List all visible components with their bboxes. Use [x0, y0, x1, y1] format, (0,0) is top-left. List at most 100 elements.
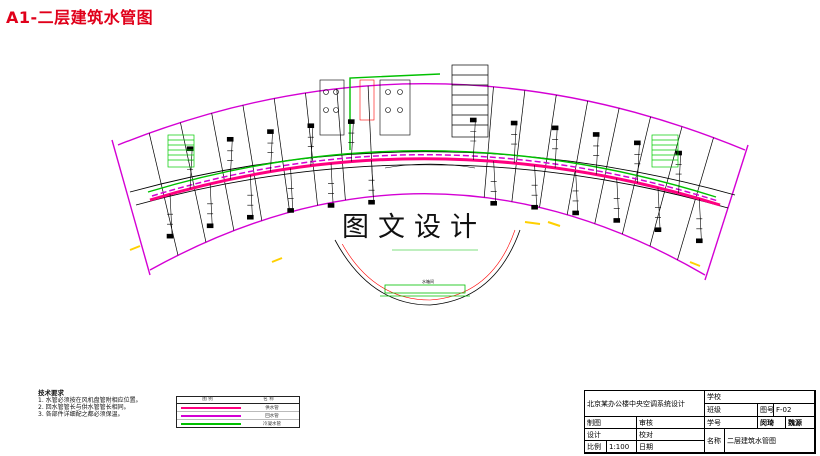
room-partition-line [594, 108, 620, 224]
room-partition-line [273, 98, 291, 213]
legend-row: 回水管 [177, 412, 299, 420]
seal-stamp-a: 闵琦 [758, 417, 786, 429]
equipment-branch [675, 155, 682, 194]
note-item: 3. 各部件详细配之都必须保温。 [38, 411, 124, 418]
name-label: 名称 [705, 429, 725, 453]
equipment-branch [470, 121, 477, 161]
legend-label: 供水管 [265, 405, 279, 411]
drawing-title: A1-二层建筑水管图 [6, 8, 154, 27]
fan-coil-unit [469, 117, 477, 123]
room-partition-line [483, 86, 494, 198]
equipment-branch [328, 163, 335, 204]
watermark-text: 图文设计 [338, 212, 490, 244]
room-partition-line [511, 90, 526, 202]
legend-swatch [181, 406, 241, 409]
equipment-branch [572, 170, 579, 211]
notes-heading: 技术要求 [38, 389, 64, 397]
note-item: 1. 水管必须按在风机盘管附相应位置。 [38, 397, 142, 404]
technical-notes: 技术要求 1. 水管必须按在风机盘管附相应位置。 2. 回水管管长与供水管管长相… [38, 389, 142, 419]
room-partition-line [566, 100, 589, 215]
equipment-branches [166, 117, 703, 244]
legend-row: 冷凝水管 [177, 420, 299, 427]
room-partition-line [336, 88, 346, 201]
pipe-legend: 图 例 名 称 供水管 回水管 冷凝水管 [176, 396, 300, 428]
equipment-branch [167, 194, 174, 235]
fan-coil-unit [226, 136, 234, 142]
id-label: 学号 [705, 417, 758, 429]
fan-coil-unit [634, 140, 641, 146]
seal-stamp-b: 魏源 [786, 417, 815, 429]
equipment-branch [287, 168, 294, 209]
school-label: 学校 [705, 391, 815, 404]
fan-coil-unit [206, 223, 214, 229]
fan-coil-unit [186, 146, 194, 152]
class-label: 班级 [705, 404, 758, 417]
equipment-branch [654, 187, 661, 228]
equipment-branch [511, 125, 518, 164]
equipment-branch [552, 129, 559, 168]
fan-coil-unit [592, 132, 600, 137]
title-block: 北京某办公楼中央空调系统设计 学校 班级 图号 F-02 制图 审核 学号 闵琦… [584, 390, 816, 454]
equipment-branch [348, 123, 355, 162]
fan-coil-unit [267, 129, 274, 134]
scale-value: 1:100 [607, 441, 637, 453]
fan-coil-unit [247, 214, 254, 220]
equipment-branch [613, 178, 620, 219]
room-partition-line [539, 94, 557, 208]
fan-coil-unit [572, 210, 579, 216]
fan-coil-unit [327, 203, 335, 208]
fan-coil-unit [531, 204, 538, 210]
legend-swatch [181, 422, 241, 425]
riser-pipe [349, 73, 441, 150]
fan-coil-unit [307, 123, 315, 129]
equipment-branch [247, 175, 254, 216]
fan-coil-unit [551, 125, 559, 131]
checker-label: 校对 [637, 429, 705, 441]
designer-label: 设计 [585, 429, 637, 441]
fan-coil-unit [654, 227, 662, 233]
room-partition-line [180, 122, 207, 243]
fan-coil-unit [510, 120, 518, 126]
stair-right [651, 134, 679, 168]
note-item: 2. 回水管管长与供水管管长相同。 [38, 404, 130, 411]
fan-coil-unit [166, 233, 174, 239]
fan-coil-unit [490, 200, 497, 206]
date-label: 日期 [637, 441, 705, 453]
equipment-branch [593, 136, 600, 175]
drawing-no-value: F-02 [774, 404, 815, 417]
water-tank-room-label: 水箱间 [422, 278, 434, 284]
fan-coil-unit [613, 218, 621, 223]
building-walls [111, 83, 749, 281]
fan-coil-unit [695, 238, 703, 244]
stair-left [167, 134, 195, 168]
fan-coil-unit [287, 208, 294, 213]
equipment-branch [267, 133, 274, 172]
fan-coil-unit [347, 119, 355, 124]
legend-symbol-header: 图 例 [202, 397, 213, 402]
atrium [334, 163, 521, 306]
project-name: 北京某办公楼中央空调系统设计 [585, 391, 705, 417]
equipment-branch [490, 161, 497, 202]
equipment-branch [207, 183, 214, 224]
accent-marks [129, 221, 701, 267]
room-partition-line [649, 126, 683, 247]
legend-label: 冷凝水管 [263, 421, 281, 427]
condensate-pipe [147, 150, 717, 198]
equipment-branch [634, 144, 641, 183]
equipment-branch [368, 160, 375, 201]
equipment-branch [531, 165, 538, 206]
fan-coil-unit [368, 199, 375, 205]
stair-center [451, 64, 489, 138]
corridor-walls [129, 151, 736, 209]
supply-pipe [149, 157, 721, 207]
equipment-branch [696, 198, 703, 239]
fan-coil-unit [675, 150, 682, 156]
drafter-label: 制图 [585, 417, 637, 429]
legend-header: 图 例 名 称 [177, 397, 299, 404]
toilet-rooms [319, 79, 411, 136]
reviewer-label: 审核 [637, 417, 705, 429]
legend-swatch [181, 414, 241, 417]
legend-name-header: 名 称 [263, 397, 274, 402]
